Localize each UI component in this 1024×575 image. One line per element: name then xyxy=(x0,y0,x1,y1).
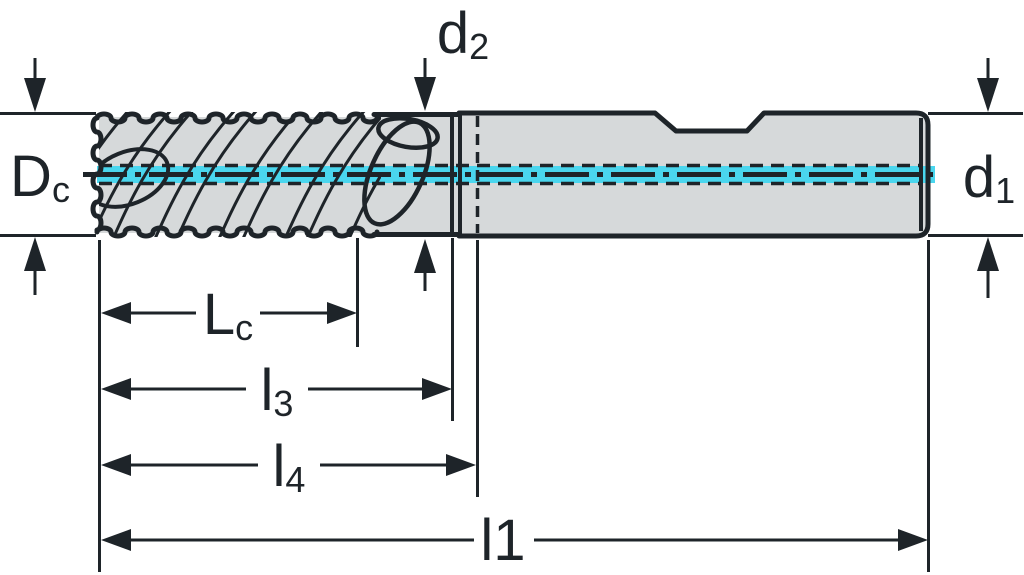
flute-band xyxy=(306,114,381,237)
dim-l1: l1 xyxy=(101,508,928,573)
dim-l3: l3 xyxy=(101,358,452,424)
l3-arrow-right-icon xyxy=(422,378,452,400)
tip-edge-curve xyxy=(99,147,171,209)
d1-label: d1 xyxy=(963,145,1015,211)
l4-arrow-right-icon xyxy=(446,454,476,476)
d2-arrow-up-icon xyxy=(414,239,436,273)
flute-runout xyxy=(362,116,440,227)
wavy-bottom-edge xyxy=(94,225,380,239)
l3-label: l3 xyxy=(261,358,294,424)
flute-bands xyxy=(99,112,381,237)
neck-section xyxy=(371,112,462,237)
lc-arrow-left-icon xyxy=(101,302,131,324)
flute-band xyxy=(112,112,236,237)
tool-drawing xyxy=(83,110,940,239)
dc-arrow-down-icon xyxy=(24,78,46,112)
runout-curve-small xyxy=(376,116,440,150)
l4-arrow-left-icon xyxy=(101,454,131,476)
shank-outline xyxy=(456,110,931,239)
shank-section xyxy=(456,110,931,239)
l3-arrow-left-icon xyxy=(101,378,131,400)
dc-arrow-up-icon xyxy=(24,237,46,271)
l1-arrow-left-icon xyxy=(101,529,131,551)
dim-d2: d2 xyxy=(414,1,489,291)
d2-label: d2 xyxy=(437,1,489,67)
dc-label: Dc xyxy=(10,144,70,210)
flute-band xyxy=(176,112,300,237)
lc-arrow-right-icon xyxy=(327,302,357,324)
dim-dc: Dc xyxy=(0,58,96,295)
l1-label: l1 xyxy=(480,508,525,573)
d2-arrow-down-icon xyxy=(414,77,436,111)
wavy-top-edge xyxy=(94,111,380,125)
d1-arrow-down-icon xyxy=(977,78,999,112)
dim-l4: l4 xyxy=(101,434,476,500)
dim-d1: d1 xyxy=(928,58,1023,298)
flute-band xyxy=(242,112,366,237)
l1-arrow-right-icon xyxy=(898,529,928,551)
l4-label: l4 xyxy=(273,434,306,500)
dim-lc: Lc xyxy=(101,282,357,348)
flute-band xyxy=(99,112,172,225)
lc-label: Lc xyxy=(203,282,253,348)
d1-arrow-up-icon xyxy=(977,237,999,271)
